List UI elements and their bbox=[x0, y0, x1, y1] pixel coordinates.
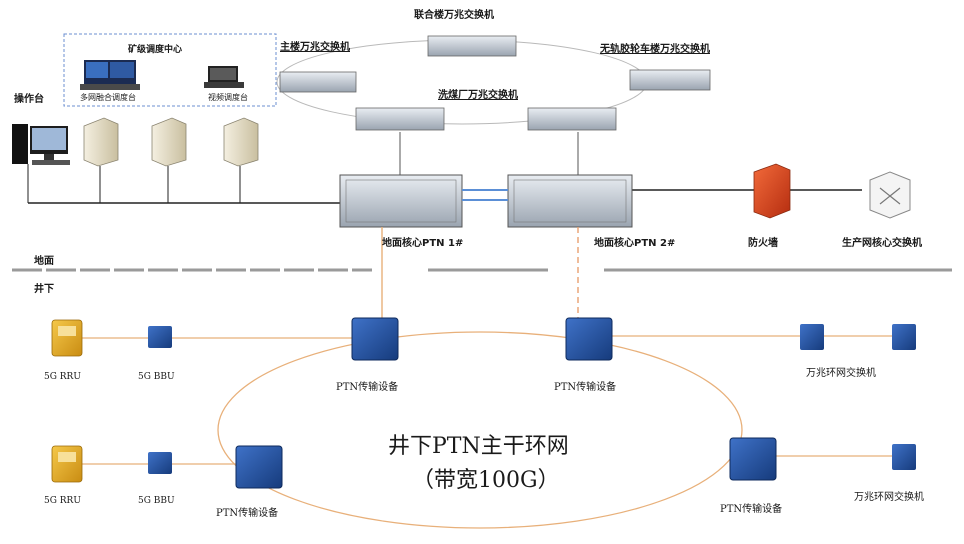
label-fusion-console: 多网融合调度台 bbox=[80, 93, 136, 102]
rru-icon bbox=[51, 445, 83, 483]
production-switch-icon bbox=[869, 171, 911, 219]
label-bbu-1: 5G BBU bbox=[138, 372, 175, 382]
switch-icon bbox=[279, 71, 357, 93]
label-rru-1: 5G RRU bbox=[44, 372, 81, 382]
label-ptn-device-3: PTN传输设备 bbox=[216, 508, 279, 519]
label-ximei-switch: 洗煤厂万兆交换机 bbox=[438, 90, 518, 101]
ptn-device-icon bbox=[351, 317, 399, 361]
switch-icon bbox=[427, 35, 517, 57]
ring-bandwidth: （带宽100G） bbox=[412, 468, 560, 493]
ptn-device-icon bbox=[565, 317, 613, 361]
label-core-ptn-1: 地面核心PTN 1# bbox=[382, 238, 464, 249]
ring-switch-icon bbox=[892, 444, 916, 470]
label-firewall: 防火墙 bbox=[748, 238, 778, 249]
switch-icon bbox=[355, 107, 445, 131]
video-console-icon bbox=[204, 66, 244, 88]
label-dispatch-center: 矿级调度中心 bbox=[128, 45, 183, 55]
label-ptn-device-2: PTN传输设备 bbox=[554, 382, 617, 393]
label-ptn-device-4: PTN传输设备 bbox=[720, 504, 783, 515]
ring-switch-icon bbox=[800, 324, 824, 350]
label-video-console: 视频调度台 bbox=[208, 93, 248, 102]
ptn-device-icon bbox=[729, 437, 777, 481]
rru-icon bbox=[51, 319, 83, 357]
label-bbu-2: 5G BBU bbox=[138, 496, 175, 506]
switch-icon bbox=[629, 69, 711, 91]
server-icon bbox=[83, 117, 119, 167]
underground-ring bbox=[217, 331, 743, 529]
server-icon bbox=[223, 117, 259, 167]
label-core-ptn-2: 地面核心PTN 2# bbox=[594, 238, 676, 249]
ring-title: 井下PTN主干环网 bbox=[388, 434, 569, 459]
label-surface: 地面 bbox=[34, 256, 54, 267]
dispatch-center-box bbox=[63, 33, 277, 107]
label-operator-desk: 操作台 bbox=[14, 94, 44, 105]
label-ptn-device-1: PTN传输设备 bbox=[336, 382, 399, 393]
ring-switch-icon bbox=[892, 324, 916, 350]
label-wugui-switch: 无轨胶轮车楼万兆交换机 bbox=[600, 44, 710, 55]
ptn-device-icon bbox=[235, 445, 283, 489]
label-production-core-switch: 生产网核心交换机 bbox=[842, 238, 922, 249]
bbu-icon bbox=[148, 326, 172, 348]
firewall-icon bbox=[753, 163, 791, 219]
switch-icon bbox=[527, 107, 617, 131]
core-ptn-2-icon bbox=[507, 174, 633, 228]
bbu-icon bbox=[148, 452, 172, 474]
label-lianhe-switch: 联合楼万兆交换机 bbox=[414, 10, 494, 21]
label-ring-switch-1: 万兆环网交换机 bbox=[806, 368, 876, 379]
label-rru-2: 5G RRU bbox=[44, 496, 81, 506]
server-icon bbox=[151, 117, 187, 167]
pc-icon bbox=[12, 124, 70, 165]
label-zhulou-switch: 主楼万兆交换机 bbox=[280, 42, 350, 53]
core-ptn-1-icon bbox=[339, 174, 463, 228]
label-underground: 井下 bbox=[34, 284, 54, 295]
label-ring-switch-2: 万兆环网交换机 bbox=[854, 492, 924, 503]
dispatch-console-icon bbox=[80, 60, 140, 90]
